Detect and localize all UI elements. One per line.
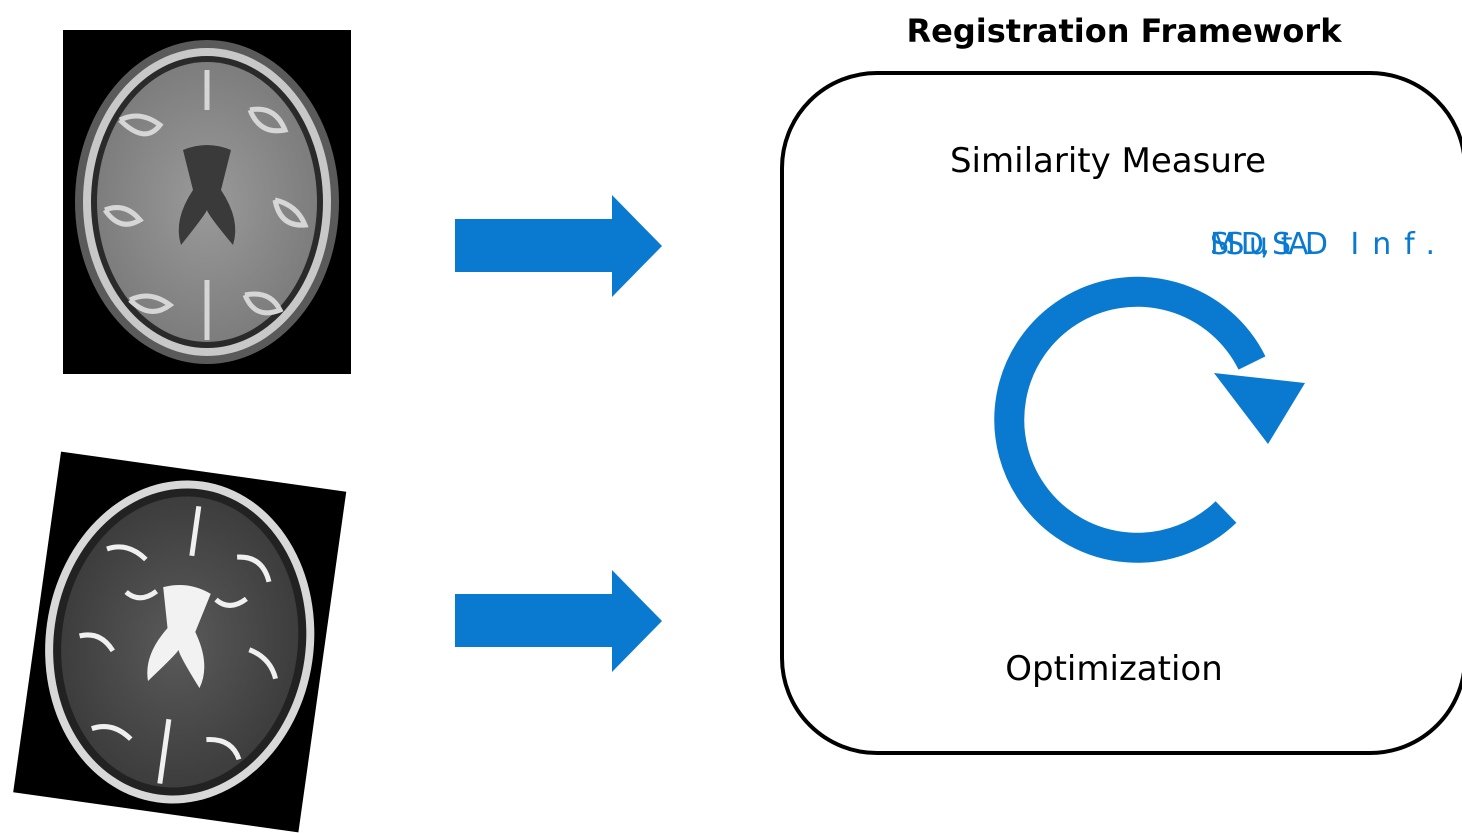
brain-image-bottom — [13, 451, 347, 833]
similarity-measure-label: Similarity Measure — [950, 141, 1266, 181]
optimization-cycle-icon — [994, 276, 1305, 563]
optimization-label: Optimization — [1005, 649, 1223, 689]
similarity-overlay-label-1: SSD, SAD — [1210, 227, 1328, 262]
arrow-bottom-right — [455, 570, 662, 672]
arrow-top-right — [455, 195, 662, 297]
registration-framework-box — [780, 71, 1462, 755]
diagram-title: Registration Framework — [907, 12, 1343, 50]
brain-image-top — [63, 30, 351, 374]
